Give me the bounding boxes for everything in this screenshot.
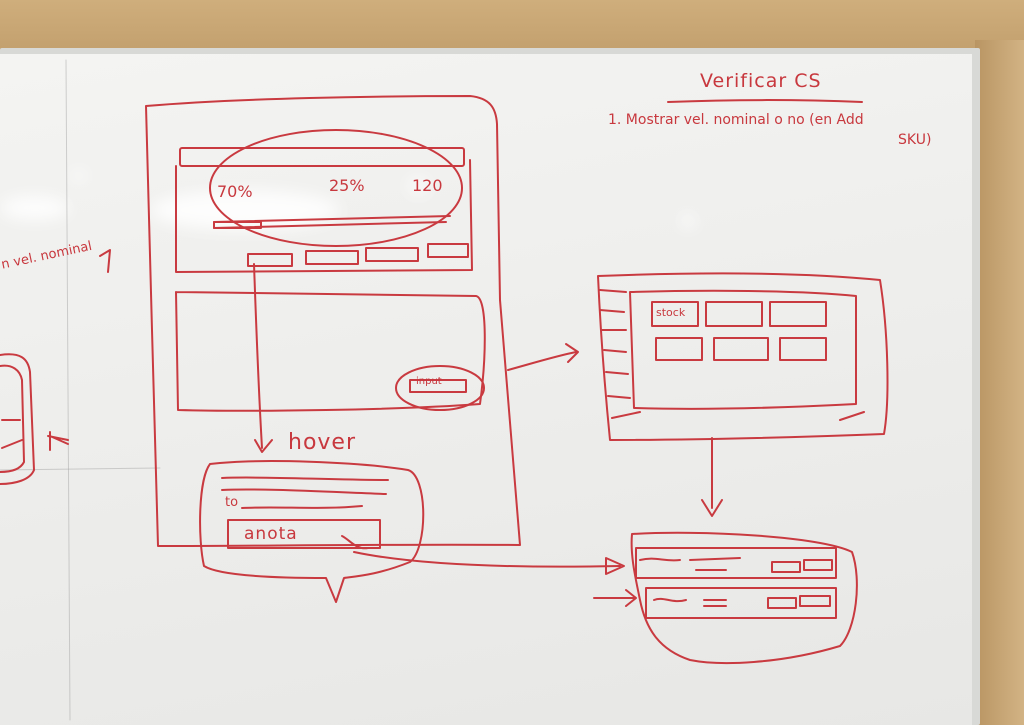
detail-inner-panel [629,289,857,410]
detail-card-2 [705,301,763,327]
arrow-to-detail [507,351,577,371]
header-bar [179,147,465,167]
left-partial-marks [1,419,23,449]
hover-arrow-line [253,263,263,449]
tab-button-1 [247,253,293,267]
content-panel [175,291,486,412]
stat-label-2: 25% [329,176,365,195]
list-row-2-badge-2 [799,595,831,607]
light-glare [680,214,696,228]
wall-right [975,40,1024,725]
detail-card-6 [779,337,827,361]
left-arrow-icon [47,431,69,451]
list-row-1 [635,547,837,579]
list-row-1-badge-2 [803,559,833,571]
connector-line [353,551,621,568]
stock-label: stock [656,306,686,319]
input-highlight-ellipse [395,365,485,411]
tooltip-cursor-scribble [341,535,369,550]
list-pointer-head [625,589,637,607]
stock-card [651,301,699,327]
progress-fill [213,221,262,229]
tooltip-bubble [199,460,425,603]
tab-button-4 [427,243,469,258]
hover-arrow-head [254,439,273,453]
title-underline [667,99,863,103]
light-glare [408,178,428,194]
tooltip-to-label: to [225,495,239,510]
detail-card-3 [769,301,827,327]
stat-label-1: 70% [217,182,253,201]
left-partial-box [0,353,35,485]
list-row-1-text [639,557,741,571]
input-box [409,379,467,393]
highlight-ellipse [209,129,463,247]
tooltip-input-box [227,519,381,549]
whiteboard [0,54,972,725]
tab-button-2 [305,250,359,265]
whiteboard-title: Verificar CS [700,70,822,92]
arrow-to-detail-head [565,343,579,363]
stat-label-3: 120 [412,176,443,195]
detail-screen [597,272,889,441]
ghost-line [65,59,71,721]
detail-hatching [599,289,865,421]
light-glare [150,190,340,230]
tooltip-field-text: anota [244,524,298,544]
light-glare [0,196,70,220]
list-row-2 [645,587,837,619]
note-line-2: SKU) [898,132,932,148]
list-row-2-text [653,597,727,607]
tooltip-text-line-2 [221,488,387,495]
tooltip-text-line-3 [241,505,363,509]
tab-button-3 [365,247,419,262]
note-line-1: 1. Mostrar vel. nominal o no (en Add [608,112,864,128]
stats-panel [175,159,473,273]
input-label: input [416,376,442,387]
ghost-line [0,467,161,471]
list-row-2-badge-1 [767,597,797,609]
left-bracket [99,249,111,273]
left-partial-inner-box [0,364,25,473]
detail-card-5 [713,337,769,361]
tooltip-text-line-1 [221,476,389,481]
device-outline [145,95,521,547]
connector-arrow-head [605,557,625,575]
detail-card-4 [655,337,703,361]
list-blob [630,531,858,665]
list-row-1-badge-1 [771,561,801,573]
arrow-to-list-head [701,499,723,517]
hover-label: hover [288,430,357,455]
light-glare [72,170,86,182]
